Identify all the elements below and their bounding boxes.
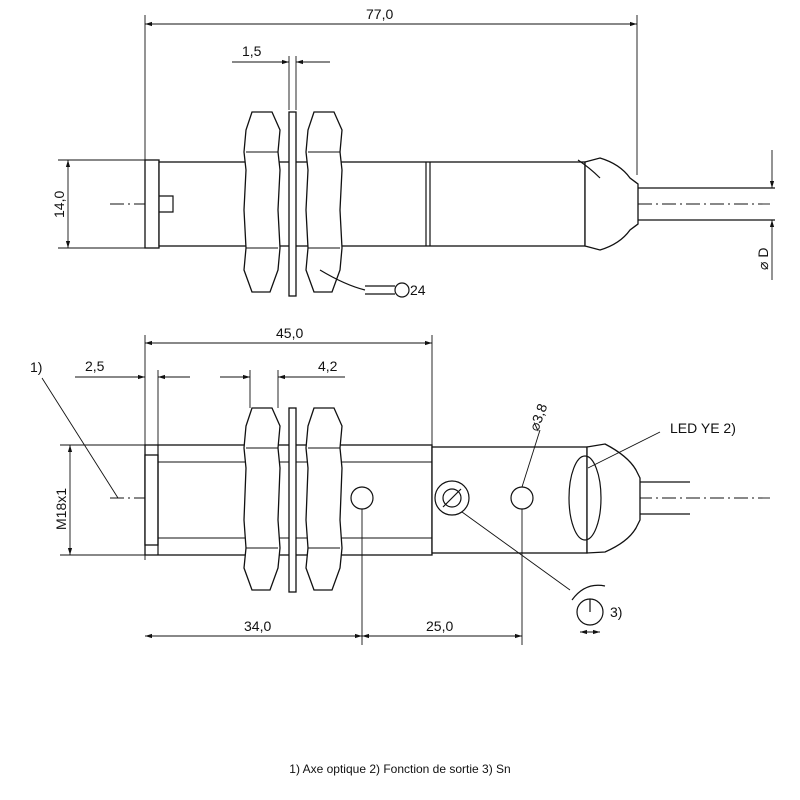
dim-thread-runout: 2,5 <box>85 358 105 374</box>
dim-thread-size: M18x1 <box>53 488 69 530</box>
wrench-size: 24 <box>410 282 426 298</box>
plate-top <box>288 111 297 297</box>
sensor-body-bottom <box>431 446 588 554</box>
dim-pot-offset: 25,0 <box>426 618 453 634</box>
dim-optical-axis-offset: 34,0 <box>244 618 271 634</box>
plate-bottom <box>288 407 297 593</box>
led-lens <box>568 455 602 541</box>
footnote: 1) Axe optique 2) Fonction de sortie 3) … <box>289 762 511 776</box>
dim-overall-length: 77,0 <box>366 6 393 22</box>
nut-left-top <box>243 111 281 293</box>
led-label: LED YE 2) <box>670 420 736 436</box>
nut-right-bottom <box>305 407 343 591</box>
dim-nut-spacing: 4,2 <box>318 358 338 374</box>
callout-optical-axis: 1) <box>30 359 42 375</box>
top-view: 77,0 1,5 14,0 ⌀ D <box>51 6 775 298</box>
nut-right-top <box>305 111 343 293</box>
potentiometer <box>434 480 470 516</box>
callout-sn: 3) <box>610 604 622 620</box>
optical-axis-leader <box>41 377 119 499</box>
nut-left-bottom <box>243 407 281 591</box>
dim-hole-diameter: ⌀3,8 <box>526 401 551 433</box>
dim-plate-thickness: 1,5 <box>242 43 262 59</box>
dim-cable-diameter: ⌀ D <box>755 248 771 270</box>
dim-body-diameter: 14,0 <box>51 191 67 218</box>
sensor-body-top <box>158 161 586 247</box>
dim-thread-length: 45,0 <box>276 325 303 341</box>
bottom-view: 45,0 2,5 4,2 1) M18x1 <box>30 325 770 645</box>
